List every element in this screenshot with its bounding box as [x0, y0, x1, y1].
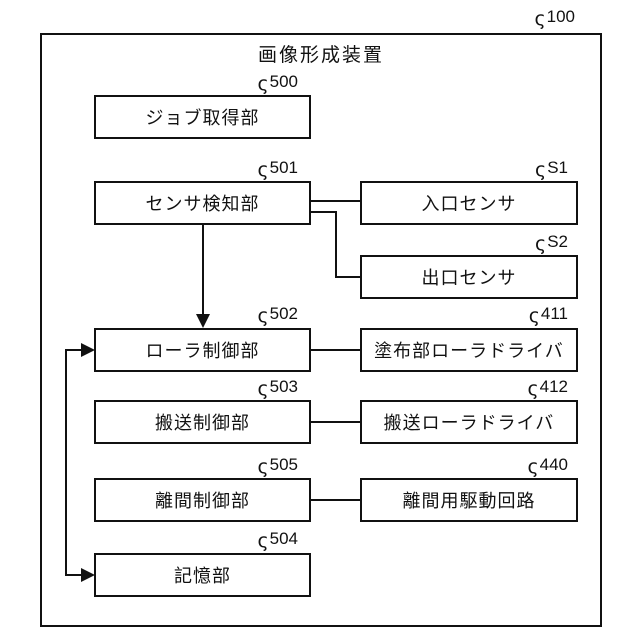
block-conveyance-control: 搬送制御部	[94, 400, 311, 444]
block-label: ローラ制御部	[145, 341, 260, 361]
diagram-title: 画像形成装置	[257, 45, 384, 66]
device-outline	[40, 33, 602, 627]
leader-squiggle-icon: ς	[534, 8, 546, 30]
block-separation-control: 離間制御部	[94, 478, 311, 522]
block-roller-control: ローラ制御部	[94, 328, 311, 372]
leader-squiggle-icon: ς	[257, 159, 269, 181]
block-label: 塗布部ローラドライバ	[374, 341, 564, 361]
block-label: 搬送ローラドライバ	[383, 413, 555, 433]
block-label: 出口センサ	[421, 268, 517, 288]
ref-label-505: ς505	[257, 455, 298, 478]
ref-label-411: ς411	[528, 304, 568, 327]
block-label: センサ検知部	[145, 194, 260, 214]
leader-squiggle-icon: ς	[535, 159, 547, 181]
ref-label-s1: ςS1	[535, 158, 568, 181]
leader-squiggle-icon: ς	[257, 73, 269, 95]
ref-label-100: ς100	[534, 7, 575, 30]
leader-squiggle-icon: ς	[528, 305, 540, 327]
leader-squiggle-icon: ς	[257, 530, 269, 552]
leader-squiggle-icon: ς	[257, 305, 269, 327]
block-job-acquisition: ジョブ取得部	[94, 95, 311, 139]
block-label: 離間制御部	[155, 491, 250, 511]
block-storage: 記憶部	[94, 553, 311, 597]
block-label: 離間用駆動回路	[402, 491, 536, 511]
wire-sensor-to-exit-sensor	[310, 211, 361, 278]
leader-squiggle-icon: ς	[535, 233, 547, 255]
ref-label-501: ς501	[257, 158, 298, 181]
leader-squiggle-icon: ς	[257, 378, 269, 400]
ref-label-s2: ςS2	[535, 232, 568, 255]
wire-storage-loop	[65, 349, 82, 576]
arrowhead-into-roller-control-left	[81, 343, 95, 357]
ref-label-500: ς500	[257, 72, 298, 95]
leader-squiggle-icon: ς	[257, 456, 269, 478]
block-separation-drive-circuit: 離間用駆動回路	[360, 478, 578, 522]
block-label: 入口センサ	[421, 194, 517, 214]
block-sensor-detection: センサ検知部	[94, 181, 311, 225]
block-coating-roller-driver: 塗布部ローラドライバ	[360, 328, 578, 372]
arrowhead-into-storage	[81, 568, 95, 582]
ref-label-440: ς440	[527, 455, 568, 478]
leader-squiggle-icon: ς	[527, 378, 539, 400]
ref-label-503: ς503	[257, 377, 298, 400]
arrowhead-into-roller-control-top	[196, 314, 210, 328]
block-label: 記憶部	[174, 566, 231, 586]
leader-squiggle-icon: ς	[527, 456, 539, 478]
block-entrance-sensor: 入口センサ	[360, 181, 578, 225]
ref-label-504: ς504	[257, 529, 298, 552]
ref-label-412: ς412	[527, 377, 568, 400]
block-exit-sensor: 出口センサ	[360, 255, 578, 299]
block-label: 搬送制御部	[155, 413, 250, 433]
block-label: ジョブ取得部	[145, 108, 260, 128]
block-conveyance-roller-driver: 搬送ローラドライバ	[360, 400, 578, 444]
ref-label-502: ς502	[257, 304, 298, 327]
